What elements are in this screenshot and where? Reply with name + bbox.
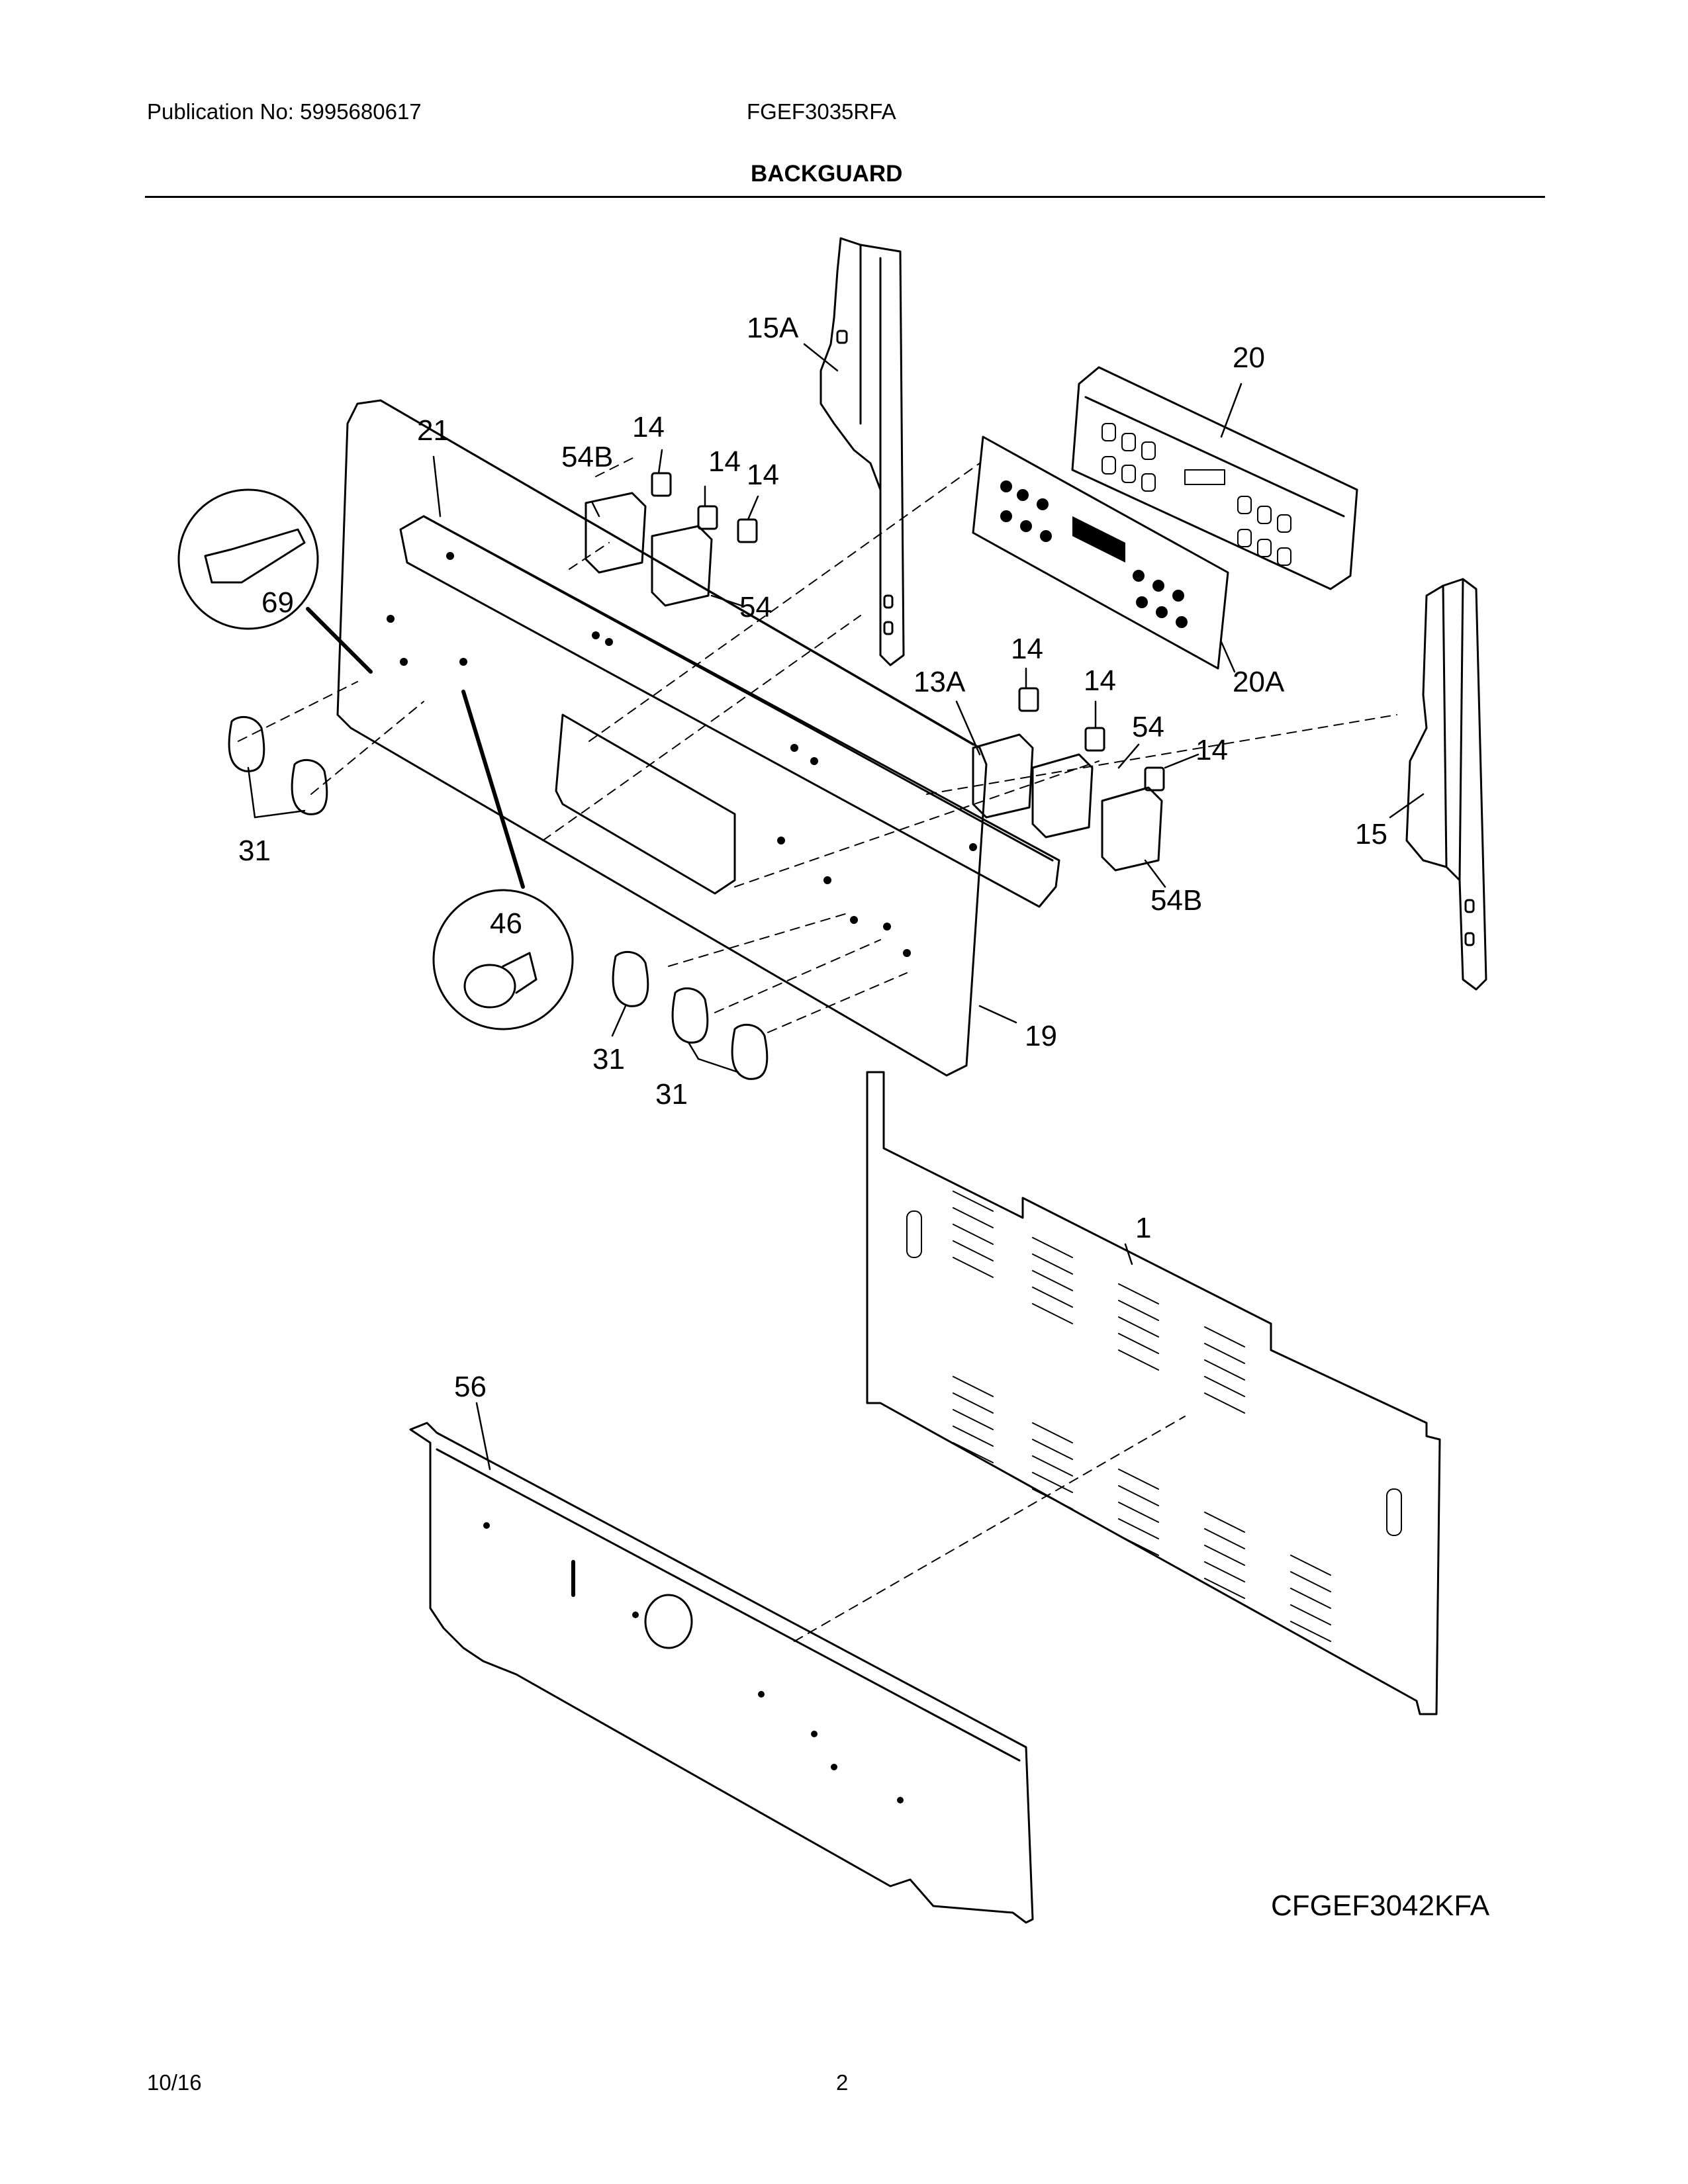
callout-15a: 15A xyxy=(747,312,799,344)
part-31-knobs xyxy=(228,715,769,1080)
callout-1: 1 xyxy=(1135,1212,1151,1244)
reference-model-number: CFGEF3042KFA xyxy=(1271,1889,1490,1922)
callout-labels: 15A 20 21 54B 14 14 14 69 54 14 20A 13A … xyxy=(238,312,1387,1403)
callout-31-mid: 31 xyxy=(592,1043,625,1075)
part-1-rear-panel xyxy=(866,1071,1441,1715)
callout-54b-mid: 54B xyxy=(1150,884,1202,917)
callout-56: 56 xyxy=(454,1371,487,1403)
callout-13a: 13A xyxy=(914,666,966,698)
detail-bubble-46 xyxy=(432,690,574,1030)
callout-14-a: 14 xyxy=(632,411,665,443)
callout-14-b: 14 xyxy=(708,445,741,478)
section-title: BACKGUARD xyxy=(751,161,903,187)
callout-14-c: 14 xyxy=(747,459,779,491)
callout-69: 69 xyxy=(261,586,294,619)
callout-15: 15 xyxy=(1355,818,1387,850)
part-14-terminal-blocks xyxy=(651,472,1165,792)
callout-54-top: 54 xyxy=(739,591,772,623)
footer-date: 10/16 xyxy=(147,2070,202,2095)
callout-20a: 20A xyxy=(1233,666,1285,698)
callout-14-e: 14 xyxy=(1084,664,1116,697)
footer-page-number: 2 xyxy=(836,2070,849,2095)
part-19-control-panel xyxy=(336,399,988,1077)
publication-number: Publication No: 5995680617 xyxy=(147,99,422,124)
callout-46: 46 xyxy=(490,907,522,940)
callout-19: 19 xyxy=(1025,1020,1057,1052)
callout-31-left: 31 xyxy=(238,835,271,867)
header-rule xyxy=(145,196,1545,198)
callout-54b-top: 54B xyxy=(561,441,613,473)
model-number: FGEF3035RFA xyxy=(747,99,896,124)
callout-54-mid: 54 xyxy=(1132,711,1164,743)
callout-20: 20 xyxy=(1233,341,1265,374)
part-20a-overlay xyxy=(972,435,1229,670)
callout-31-low: 31 xyxy=(655,1078,688,1111)
callout-21: 21 xyxy=(417,414,449,447)
part-20-control-board xyxy=(1071,366,1358,590)
louver-slots xyxy=(953,1191,1331,1642)
detail-bubble-69 xyxy=(177,488,373,674)
callout-14-d: 14 xyxy=(1011,633,1043,665)
callout-14-f: 14 xyxy=(1196,734,1228,766)
part-15a-side-bracket xyxy=(820,237,905,666)
part-56-lower-cover xyxy=(409,1422,1034,1924)
assembly-guide-lines xyxy=(238,456,1397,1642)
part-15-side-bracket xyxy=(1405,578,1487,991)
part-21-trim xyxy=(399,515,1060,908)
leader-lines xyxy=(247,343,1425,1471)
